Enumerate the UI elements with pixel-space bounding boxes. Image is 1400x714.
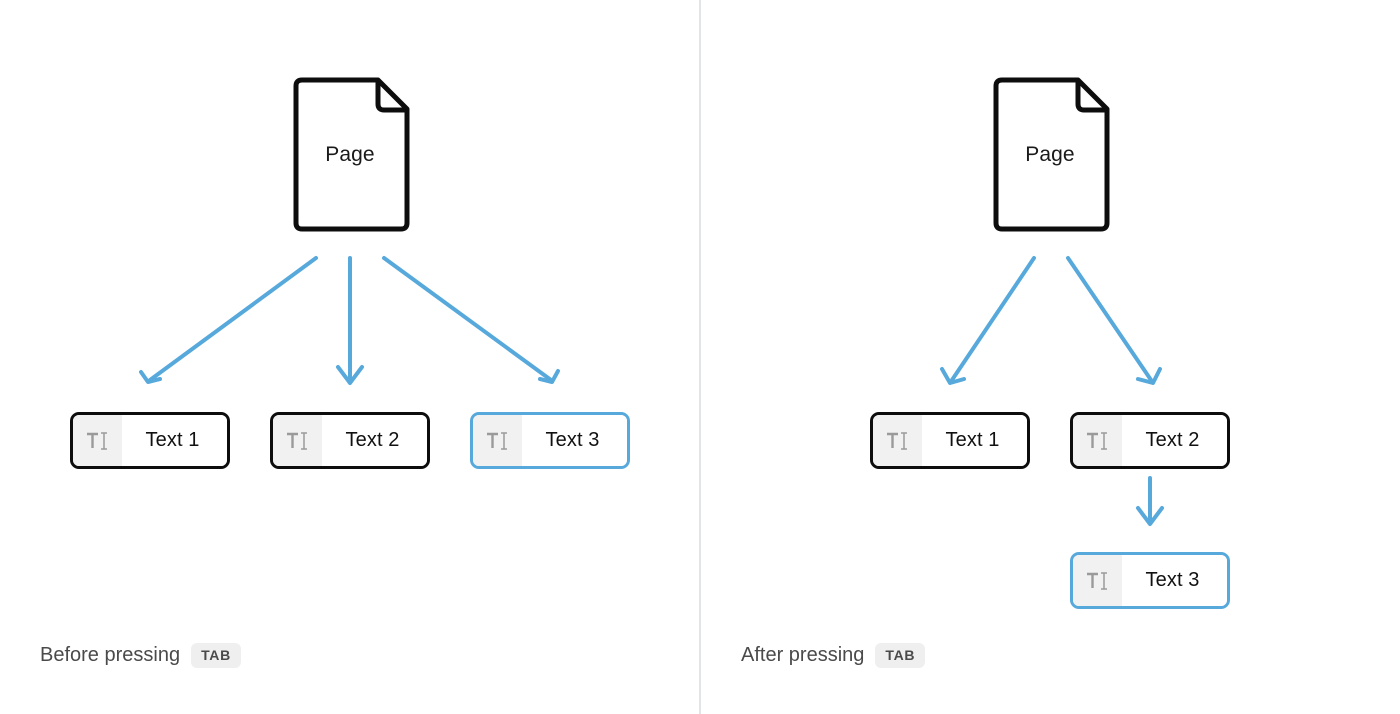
text-node-text-2[interactable]: Text 2 bbox=[270, 412, 430, 469]
page-node[interactable]: Page bbox=[290, 77, 410, 232]
page-document-icon bbox=[293, 77, 410, 232]
edge-page-to-text2-head bbox=[1136, 367, 1162, 385]
text-cursor-icon bbox=[473, 415, 522, 466]
page-node-label: Page bbox=[325, 142, 375, 166]
panel-after: Page Text 1 bbox=[701, 0, 1400, 714]
text-node-label: Text 3 bbox=[1122, 555, 1227, 606]
edge-text2-to-text3-head bbox=[1136, 506, 1164, 526]
page-node-label: Page bbox=[1025, 142, 1075, 166]
edge-page-to-text3-head bbox=[538, 369, 560, 384]
text-node-text-2[interactable]: Text 2 bbox=[1070, 412, 1230, 469]
text-node-text-1[interactable]: Text 1 bbox=[70, 412, 230, 469]
caption-after: After pressing TAB bbox=[741, 643, 926, 668]
panel-divider bbox=[699, 0, 701, 714]
text-cursor-icon bbox=[1073, 415, 1122, 466]
text-cursor-icon bbox=[1073, 555, 1122, 606]
edge-page-to-text1 bbox=[148, 256, 318, 382]
caption-before: Before pressing TAB bbox=[40, 643, 241, 668]
edge-page-to-text2 bbox=[1066, 256, 1153, 382]
text-node-label: Text 1 bbox=[922, 415, 1027, 466]
page-node[interactable]: Page bbox=[990, 77, 1110, 232]
edge-page-to-text3 bbox=[382, 256, 553, 382]
caption-text: After pressing bbox=[741, 644, 865, 666]
text-node-text-1[interactable]: Text 1 bbox=[870, 412, 1030, 469]
text-cursor-icon bbox=[73, 415, 122, 466]
text-node-text-3[interactable]: Text 3 bbox=[470, 412, 630, 469]
caption-text: Before pressing bbox=[40, 644, 181, 666]
text-node-label: Text 3 bbox=[522, 415, 627, 466]
key-badge-tab: TAB bbox=[875, 643, 926, 668]
text-cursor-icon bbox=[873, 415, 922, 466]
page-document-icon bbox=[993, 77, 1110, 232]
text-node-label: Text 1 bbox=[122, 415, 227, 466]
panel-before: Page Text 1 bbox=[0, 0, 699, 714]
edge-page-to-text2-head bbox=[336, 365, 364, 385]
edge-page-to-text1-head bbox=[139, 370, 162, 384]
text-node-label: Text 2 bbox=[1122, 415, 1227, 466]
key-badge-tab: TAB bbox=[191, 643, 241, 668]
text-node-text-3[interactable]: Text 3 bbox=[1070, 552, 1230, 609]
text-cursor-icon bbox=[273, 415, 322, 466]
edge-page-to-text1-head bbox=[940, 367, 966, 385]
edge-page-to-text1 bbox=[950, 256, 1036, 382]
text-node-label: Text 2 bbox=[322, 415, 427, 466]
